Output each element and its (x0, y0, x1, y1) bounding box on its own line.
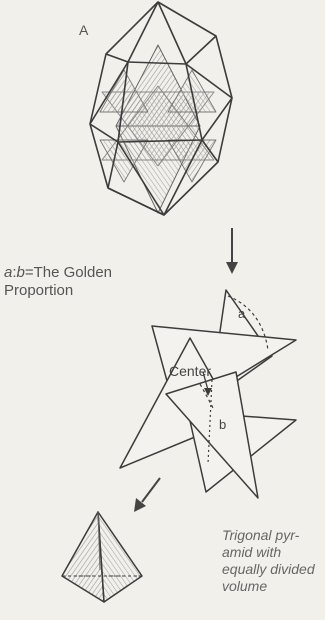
golden-text: =The Golden (25, 264, 112, 281)
trigonal-pyramid-figure (62, 512, 142, 602)
caption-line: volume (222, 578, 315, 595)
caption-line: amid with (222, 544, 315, 561)
icosahedron-figure (90, 2, 232, 215)
caption-line: equally divided (222, 561, 315, 578)
figure-label-a: A (79, 22, 88, 38)
pyramid-caption: Trigonal pyr- amid with equally divided … (222, 527, 315, 595)
arrow-down-icon (226, 228, 238, 274)
segment-a-label: a (238, 306, 245, 321)
pyramid-face-left (62, 512, 104, 602)
golden-planes-figure (120, 290, 296, 498)
var-b: b (17, 264, 25, 281)
golden-proportion-label: a:b=The Golden Proportion (4, 264, 112, 300)
caption-line: Trigonal pyr- (222, 527, 315, 544)
center-label: Center (169, 363, 211, 379)
segment-b-label: b (219, 417, 226, 432)
pyramid-face-right (98, 512, 142, 602)
arrow-diagonal-icon (134, 478, 160, 512)
golden-text-line2: Proportion (4, 282, 112, 300)
